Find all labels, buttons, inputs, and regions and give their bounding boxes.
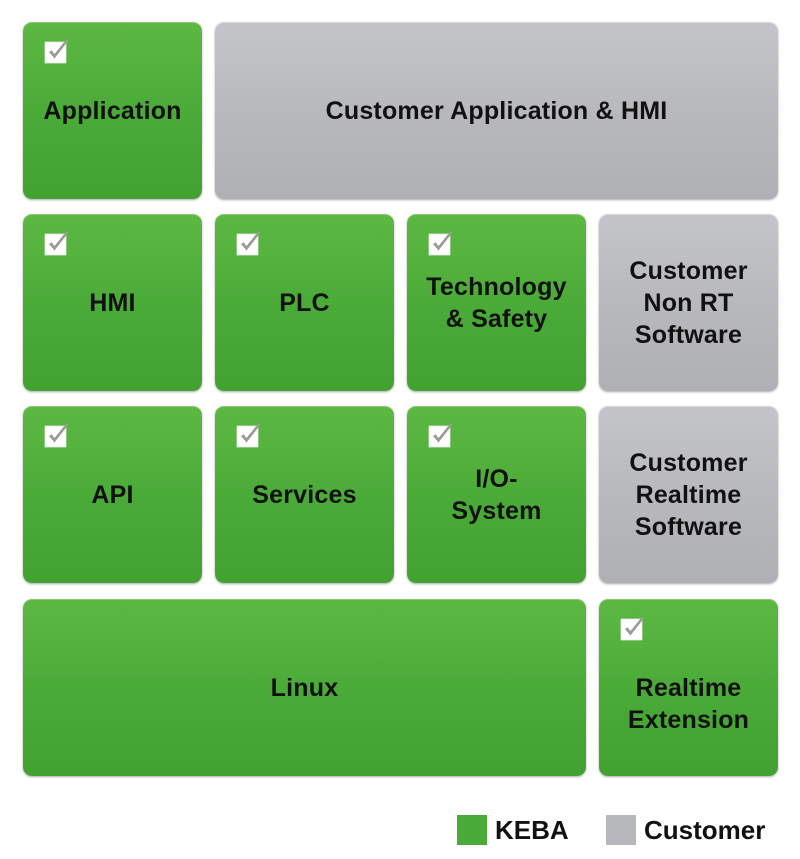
block-label: API [91,480,134,509]
legend-customer: Customer [606,812,765,848]
block-label: Realtime Extension [627,673,750,734]
check-mark [241,423,261,443]
checkbox-checked-icon [428,423,453,448]
block-label: Customer Realtime Software [629,448,748,541]
block-label: HMI [89,288,136,317]
block-services: Services [215,406,394,583]
checkbox-checked-icon [620,616,645,641]
block-label: Linux [270,673,339,702]
block-label: Technology & Safety [426,272,567,333]
block-label: PLC [279,288,330,317]
checkbox-checked-icon [236,423,261,448]
block-hmi: HMI [23,214,202,391]
legend-customer-label: Customer [644,814,766,845]
checkbox-checked-icon [236,231,261,256]
legend-keba-label: KEBA [495,814,569,845]
block-io-system: I/O- System [407,406,586,583]
block-api: API [23,406,202,583]
check-mark [433,423,453,443]
block-label: Services [252,480,357,509]
block-realtime-extension: Realtime Extension [599,599,778,776]
block-label: Customer Non RT Software [629,256,748,349]
block-application: Application [23,22,202,199]
block-label: Customer Application & HMI [325,96,668,125]
checkbox-checked-icon [44,231,69,256]
check-mark [49,231,69,251]
block-technology-safety: Technology & Safety [407,214,586,391]
legend-keba-swatch [457,815,487,845]
checkbox-checked-icon [44,39,69,64]
checkbox-checked-icon [44,423,69,448]
block-linux: Linux [23,599,586,776]
block-plc: PLC [215,214,394,391]
block-label: Application [43,96,182,125]
check-mark [625,616,645,636]
check-mark [241,231,261,251]
block-customer-application-hmi: Customer Application & HMI [215,22,778,199]
block-customer-realtime-software: Customer Realtime Software [599,406,778,583]
block-label: I/O- System [451,464,542,525]
check-mark [49,423,69,443]
block-customer-non-rt-software: Customer Non RT Software [599,214,778,391]
check-mark [433,231,453,251]
checkbox-checked-icon [428,231,453,256]
legend-keba: KEBA [457,812,569,848]
legend-customer-swatch [606,815,636,845]
check-mark [49,39,69,59]
